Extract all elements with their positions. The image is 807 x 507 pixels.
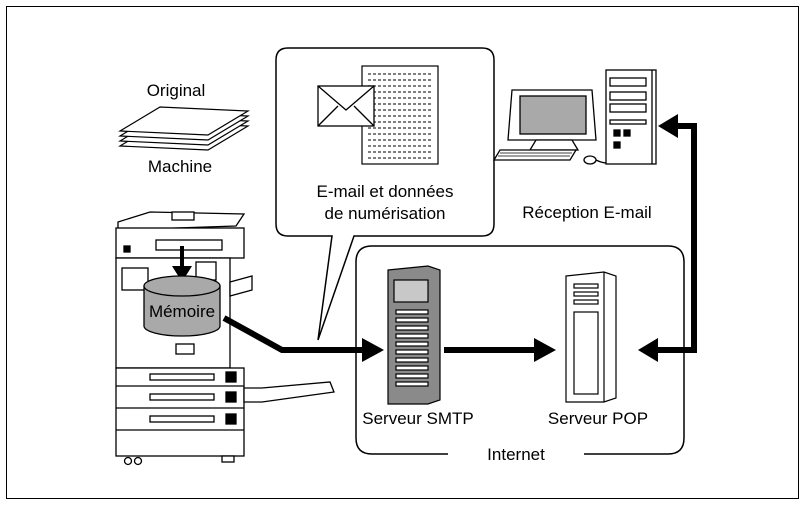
- internet-box: [355, 245, 685, 455]
- memory-to-smtp-connector: [222, 315, 384, 362]
- desktop-computer-icon: [492, 69, 657, 165]
- memory-cylinder-icon: [143, 246, 221, 337]
- smtp-server-tower-icon: [387, 265, 441, 405]
- email-data-label-line1: E-mail et données: [316, 182, 453, 201]
- pop-to-pc-arrow: [638, 114, 697, 362]
- email-reception-label: Réception E-mail: [522, 203, 651, 222]
- envelope-icon: [317, 85, 375, 127]
- memory-label: Mémoire: [149, 302, 215, 321]
- internet-label: Internet: [487, 445, 545, 464]
- pop-server-tower-icon: [565, 271, 617, 403]
- diagram-frame: [6, 6, 799, 499]
- email-data-label-line2: de numérisation: [325, 204, 446, 223]
- machine-label: Machine: [148, 157, 212, 176]
- smtp-server-label: Serveur SMTP: [362, 409, 473, 428]
- original-label: Original: [147, 81, 206, 100]
- pop-server-label: Serveur POP: [548, 409, 648, 428]
- copier-machine-icon: [115, 211, 335, 466]
- smtp-to-pop-arrow: [444, 338, 556, 362]
- scanned-document-icon: [361, 65, 439, 165]
- paper-stack-icon: [117, 106, 251, 151]
